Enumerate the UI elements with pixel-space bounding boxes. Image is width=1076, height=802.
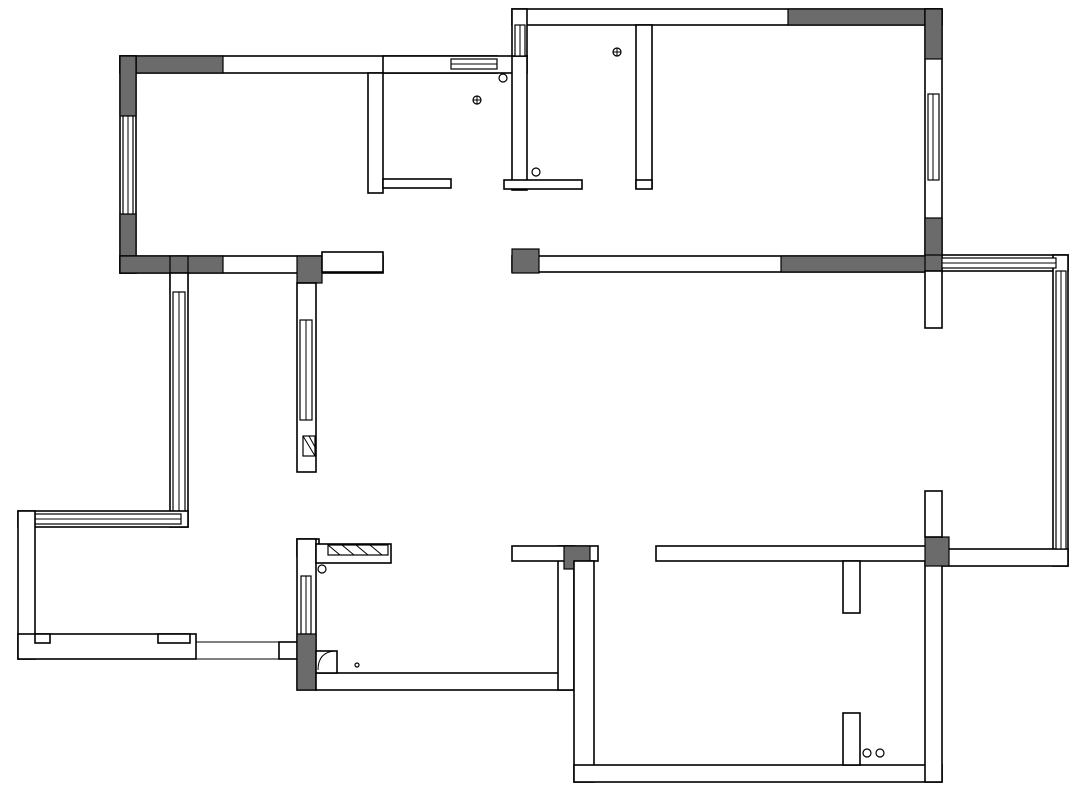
bottom-centre-walls [296,538,575,691]
balcony-left-step [157,633,191,644]
wall-bath-foot [503,179,583,190]
balcony-right [924,254,1069,567]
stub-right-upper [924,270,943,329]
kitchen-cabinet [315,650,338,674]
br-partition [842,560,861,614]
drain-icon [531,167,541,177]
wall-partition-b-foot [635,179,653,190]
br-right [924,548,943,783]
br-left [573,560,595,783]
br-bottom [573,764,943,783]
bottom-right-walls [511,490,950,783]
br-stub-top [924,490,943,538]
wall-bath-right [511,55,528,191]
column-left-upper [119,55,137,117]
room-top-left-walls [119,55,498,293]
column-top-right [787,8,943,26]
central-wall-upper-top [321,251,384,273]
column-top-right-bottom [780,255,943,273]
window-top-right-left [514,24,526,57]
wall-partition-a [367,72,384,194]
central-wall-upper [296,251,384,473]
column-right-upper [924,8,943,60]
column-kitchen-bottom [296,633,317,691]
column-balcony-tl [924,254,943,273]
column-bottom-mid [296,255,323,284]
window-top-right-right [927,93,940,181]
drain-icon [354,662,360,668]
drain-icon [862,748,872,758]
br-top-right [655,545,943,562]
balcony-bottom [941,548,1069,567]
drain-icon [317,564,327,574]
drain-icon [498,73,508,83]
balcony-left-inner [34,633,51,644]
column-br-right [924,536,950,567]
window-bath-top [450,58,498,70]
room-top-bath-walls [382,55,583,191]
window-left-top-room [122,115,134,215]
wall-partition-b [635,24,653,189]
column-entry [511,248,540,274]
ceiling-light-icon [612,47,622,57]
wall-partition-a-foot [382,178,452,189]
ceiling-light-icon [472,95,482,105]
left-corridor [17,272,302,660]
kitchen-bottom [315,672,575,691]
drain-icon [875,748,885,758]
room-top-right-walls [511,8,943,274]
br-partition-lower [842,712,861,766]
